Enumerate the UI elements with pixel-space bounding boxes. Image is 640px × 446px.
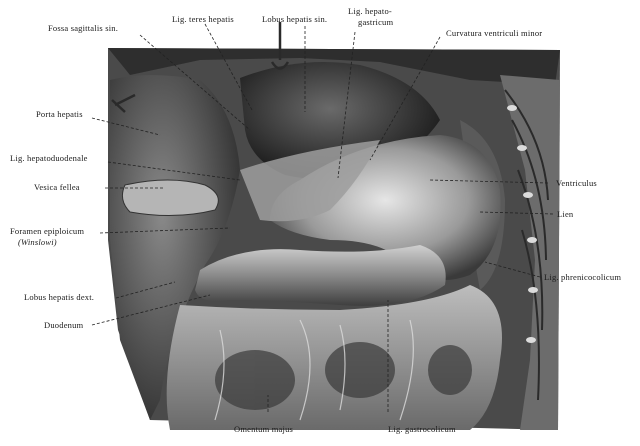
omentum-shadows bbox=[215, 342, 472, 410]
label-curvatura-ventriculi-minor: Curvatura ventriculi minor bbox=[446, 28, 543, 38]
label-lig-hepatogastricum-line1: Lig. hepato- bbox=[348, 6, 392, 16]
label-fossa-sagittalis-sin: Fossa sagittalis sin. bbox=[48, 23, 119, 33]
label-lobus-hepatis-sin: Lobus hepatis sin. bbox=[262, 14, 328, 24]
rib-lines bbox=[504, 89, 549, 401]
lesser-omentum bbox=[240, 140, 380, 222]
label-ventriculus: Ventriculus bbox=[556, 178, 597, 188]
gallbladder bbox=[121, 179, 219, 217]
liver-right-lobe bbox=[110, 75, 240, 420]
label-lig-teres-hepatis: Lig. teres hepatis bbox=[172, 14, 234, 24]
label-vesica-fellea: Vesica fellea bbox=[34, 182, 80, 192]
label-duodenum: Duodenum bbox=[44, 320, 84, 330]
label-omentum-majus: Omentum majus bbox=[234, 424, 294, 434]
retractor-hooks bbox=[111, 22, 290, 113]
omentum-vessels bbox=[214, 319, 414, 421]
label-lig-gastrocolicum: Lig. gastrocolicum bbox=[388, 424, 456, 434]
label-lig-hepatoduodenale: Lig. hepatoduodenale bbox=[10, 153, 88, 163]
label-porta-hepatis: Porta hepatis bbox=[36, 109, 83, 119]
label-lobus-hepatis-dext: Lobus hepatis dext. bbox=[24, 292, 95, 302]
label-winslowi: (Winslowi) bbox=[18, 237, 57, 247]
label-foramen-epiploicum: Foramen epiploicum bbox=[10, 226, 85, 236]
label-lig-hepatogastricum-line2: gastricum bbox=[358, 17, 394, 27]
label-lig-phrenicocolicum: Lig. phrenicocolicum bbox=[544, 272, 622, 282]
leader-lines bbox=[91, 23, 554, 412]
diaphragm bbox=[108, 48, 560, 85]
rib-cartilages bbox=[507, 105, 538, 343]
label-lien: Lien bbox=[557, 209, 574, 219]
duodenum-loop bbox=[195, 245, 446, 306]
rib-wall bbox=[500, 75, 560, 430]
